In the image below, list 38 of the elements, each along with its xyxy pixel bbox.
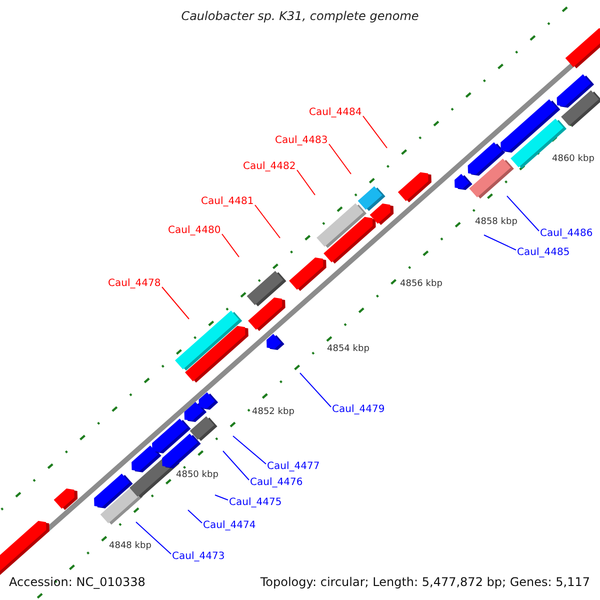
leader-line (362, 116, 388, 148)
leader-line (188, 510, 202, 524)
leader-line (484, 234, 516, 250)
title: Caulobacter sp. K31, complete genome (180, 10, 420, 22)
gene-label: Caul_4486 (540, 228, 593, 240)
scale-label: 4860 kbp (552, 153, 594, 165)
leader-line (296, 170, 316, 196)
leader-line (136, 522, 172, 554)
gene-label: Caul_4474 (203, 520, 256, 532)
scale-label: 4848 kbp (109, 540, 152, 552)
gene-label: Caul_4482 (243, 161, 296, 173)
leader-line (506, 196, 540, 232)
scale-label: 4852 kbp (252, 406, 294, 418)
gene-label: Caul_4480 (168, 225, 221, 237)
leader-line (328, 144, 352, 174)
genome-summary-text: Topology: circular; Length: 5,477,872 bp; Genes: 5,117 (260, 576, 590, 588)
gene-label: Caul_4473 (172, 551, 225, 563)
accession-text: Accession: NC_010338 (9, 576, 146, 588)
scale-label: 4858 kbp (475, 216, 518, 228)
leader-line (222, 234, 240, 258)
scale-label: 4850 kbp (176, 469, 218, 481)
gene-label: Caul_4484 (309, 107, 362, 119)
gene-label: Caul_4485 (517, 247, 570, 259)
scale-label: 4854 kbp (327, 343, 370, 355)
gene-label: Caul_4477 (267, 461, 320, 473)
leader-line (300, 372, 332, 408)
leader-line (232, 436, 266, 464)
leader-line (222, 450, 250, 480)
gene-label: Caul_4479 (332, 404, 385, 416)
gene-label: Caul_4483 (275, 135, 328, 147)
gene-label: Caul_4475 (229, 497, 282, 509)
leader-line (214, 494, 228, 500)
scale-label: 4856 kbp (400, 278, 442, 290)
leader-line (254, 204, 280, 238)
leader-line (162, 286, 190, 320)
gene-label: Caul_4478 (108, 278, 161, 290)
gene-label: Caul_4476 (250, 477, 303, 489)
gene-label: Caul_4481 (201, 196, 254, 208)
